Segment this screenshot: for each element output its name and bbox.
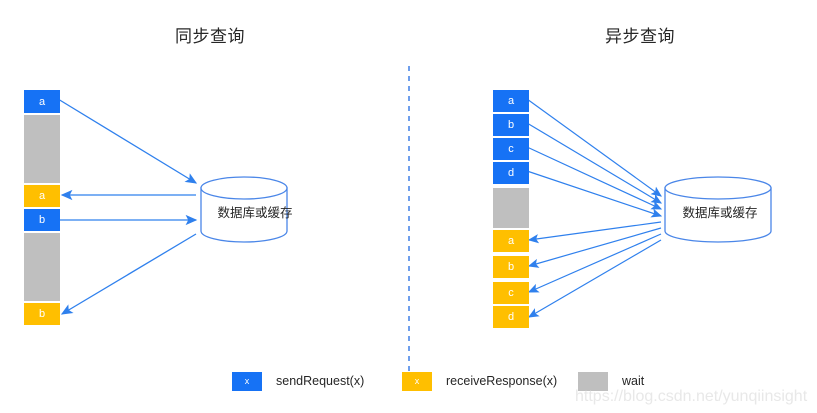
async-block-wait	[493, 188, 529, 228]
legend-swatch-send-request: x	[232, 371, 262, 391]
sync-block-receive-a: a	[24, 185, 60, 207]
async-arrow-receive-a	[527, 221, 662, 244]
async-panel-title: 异步查询	[605, 27, 675, 46]
legend-label-wait: wait	[622, 374, 645, 388]
async-arrow-receive-d	[527, 239, 662, 318]
async-block-receive-c: c	[493, 282, 529, 304]
async-block-receive-d: d	[493, 306, 529, 328]
async-arrow-send-a	[526, 98, 662, 197]
async-block-receive-a: a	[493, 230, 529, 252]
async-arrow-send-b	[526, 122, 663, 204]
sync-arrow-send-a	[57, 98, 198, 184]
legend-swatch-wait	[578, 371, 608, 391]
sync-block-wait-1	[24, 115, 60, 183]
legend-label-receive-response: receiveResponse(x)	[446, 374, 558, 388]
legend-item-send-request: x sendRequest(x)	[232, 371, 364, 391]
async-block-send-c: c	[493, 138, 529, 160]
sync-datastore-label: 数据库或缓存	[217, 206, 293, 220]
async-datastore-label: 数据库或缓存	[682, 206, 758, 220]
async-block-send-b: b	[493, 114, 529, 136]
watermark-text: https://blog.csdn.net/yunqiinsight	[575, 388, 808, 405]
sync-block-send-a: a	[24, 90, 60, 113]
async-block-receive-b: b	[493, 256, 529, 278]
legend-label-send-request: sendRequest(x)	[276, 374, 365, 388]
sync-panel-title: 同步查询	[175, 27, 245, 46]
async-arrow-send-d	[526, 170, 663, 218]
legend-item-receive-response: x receiveResponse(x)	[402, 371, 557, 391]
sync-arrow-receive-b	[60, 233, 197, 315]
async-arrow-receive-c	[527, 233, 662, 293]
async-block-send-a: a	[493, 90, 529, 112]
async-arrow-send-c	[526, 146, 663, 210]
async-arrow-receive-b	[527, 227, 662, 268]
legend-item-wait: wait	[578, 371, 644, 391]
sync-block-receive-b: b	[24, 303, 60, 325]
sync-block-send-b: b	[24, 209, 60, 231]
legend-swatch-receive-response: x	[402, 371, 432, 391]
sync-block-wait-2	[24, 233, 60, 301]
async-block-send-d: d	[493, 162, 529, 184]
